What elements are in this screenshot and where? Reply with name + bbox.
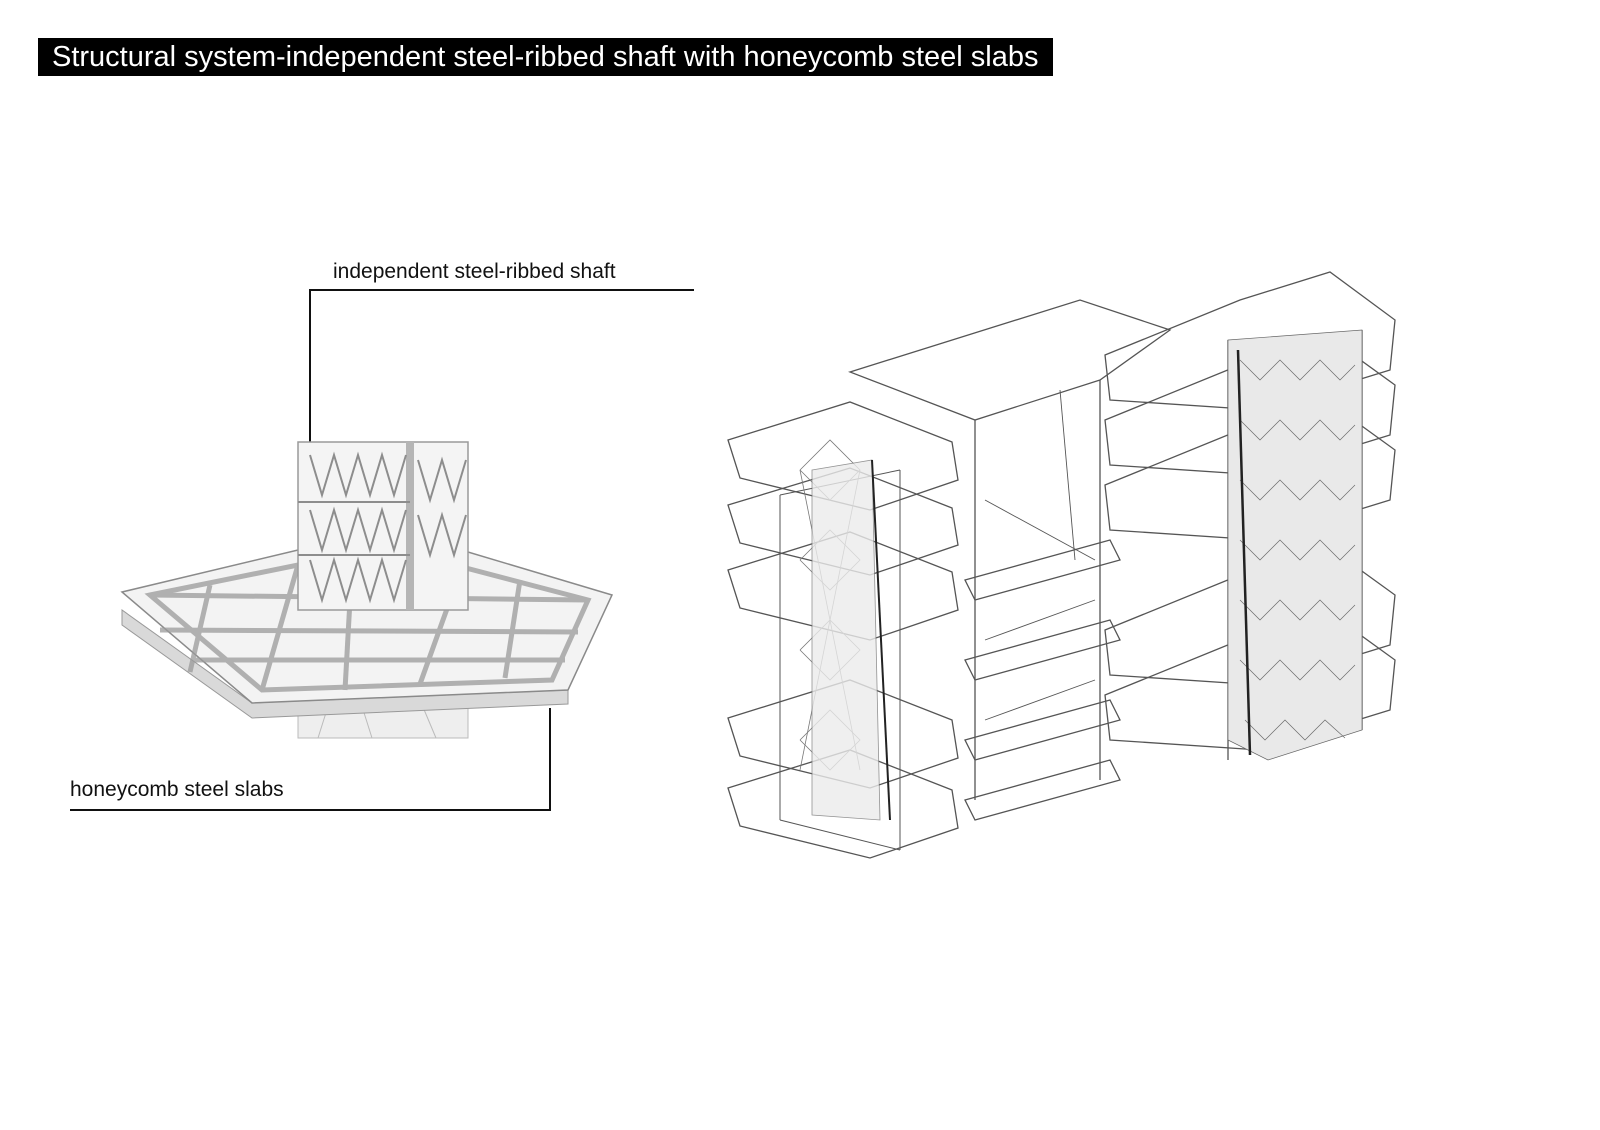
leader-line-shaft (309, 289, 694, 442)
page-title: Structural system-independent steel-ribb… (38, 38, 1053, 76)
left-tower-shading (811, 459, 891, 821)
label-steel-ribbed-shaft: independent steel-ribbed shaft (333, 260, 616, 283)
middle-stair-core (848, 299, 1172, 821)
label-honeycomb-steel-slabs: honeycomb steel slabs (70, 778, 284, 801)
steel-ribbed-shaft (297, 441, 469, 611)
axonometric-line-drawing (727, 271, 1396, 859)
leader-line-slabs (70, 708, 551, 811)
leader-lines (70, 289, 694, 811)
right-tower-lattice (1227, 329, 1363, 761)
shaft-slab-detail-render (120, 441, 614, 739)
